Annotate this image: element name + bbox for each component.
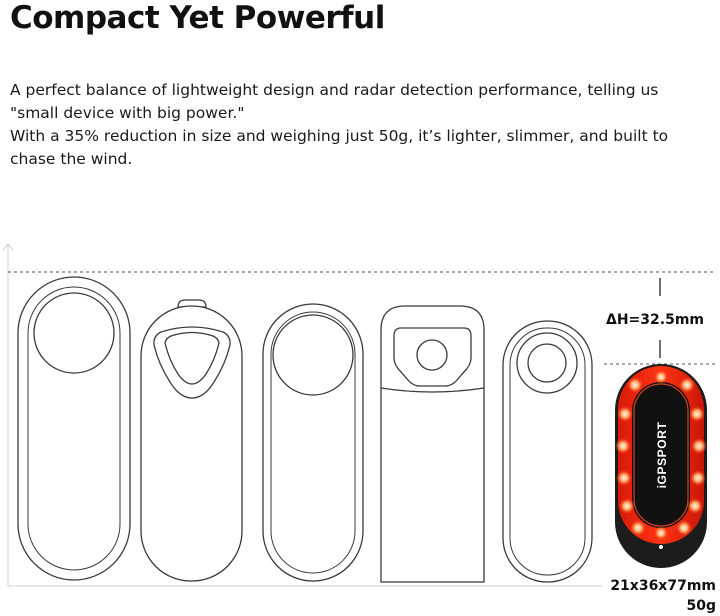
competitor-device-1: [17, 276, 131, 581]
product-specs: 21x36x77mm 50g: [610, 576, 716, 616]
height-difference-label: ΔH=32.5mm: [606, 312, 704, 328]
vertical-axis-arrow: [2, 243, 14, 251]
weight-label: 50g: [686, 598, 716, 614]
competitor-device-4: [380, 305, 485, 583]
description: A perfect balance of lightweight design …: [10, 79, 710, 171]
dimensions-label: 21x36x77mm: [610, 578, 716, 594]
description-paragraph-2: With a 35% reduction in size and weighin…: [10, 127, 669, 168]
competitor-device-5: [502, 320, 593, 583]
device-face: [632, 382, 690, 528]
chart-axes: [2, 243, 602, 587]
device-brand-logo: iGPSPORT: [655, 422, 669, 489]
igpsport-tail-light: iGPSPORT: [615, 364, 707, 568]
led-lights: [615, 370, 707, 540]
competitor-device-2: [140, 299, 243, 582]
description-paragraph-1: A perfect balance of lightweight design …: [10, 81, 659, 122]
power-indicator: [659, 545, 663, 549]
competitor-device-3: [262, 303, 364, 582]
headline: Compact Yet Powerful: [10, 0, 385, 36]
